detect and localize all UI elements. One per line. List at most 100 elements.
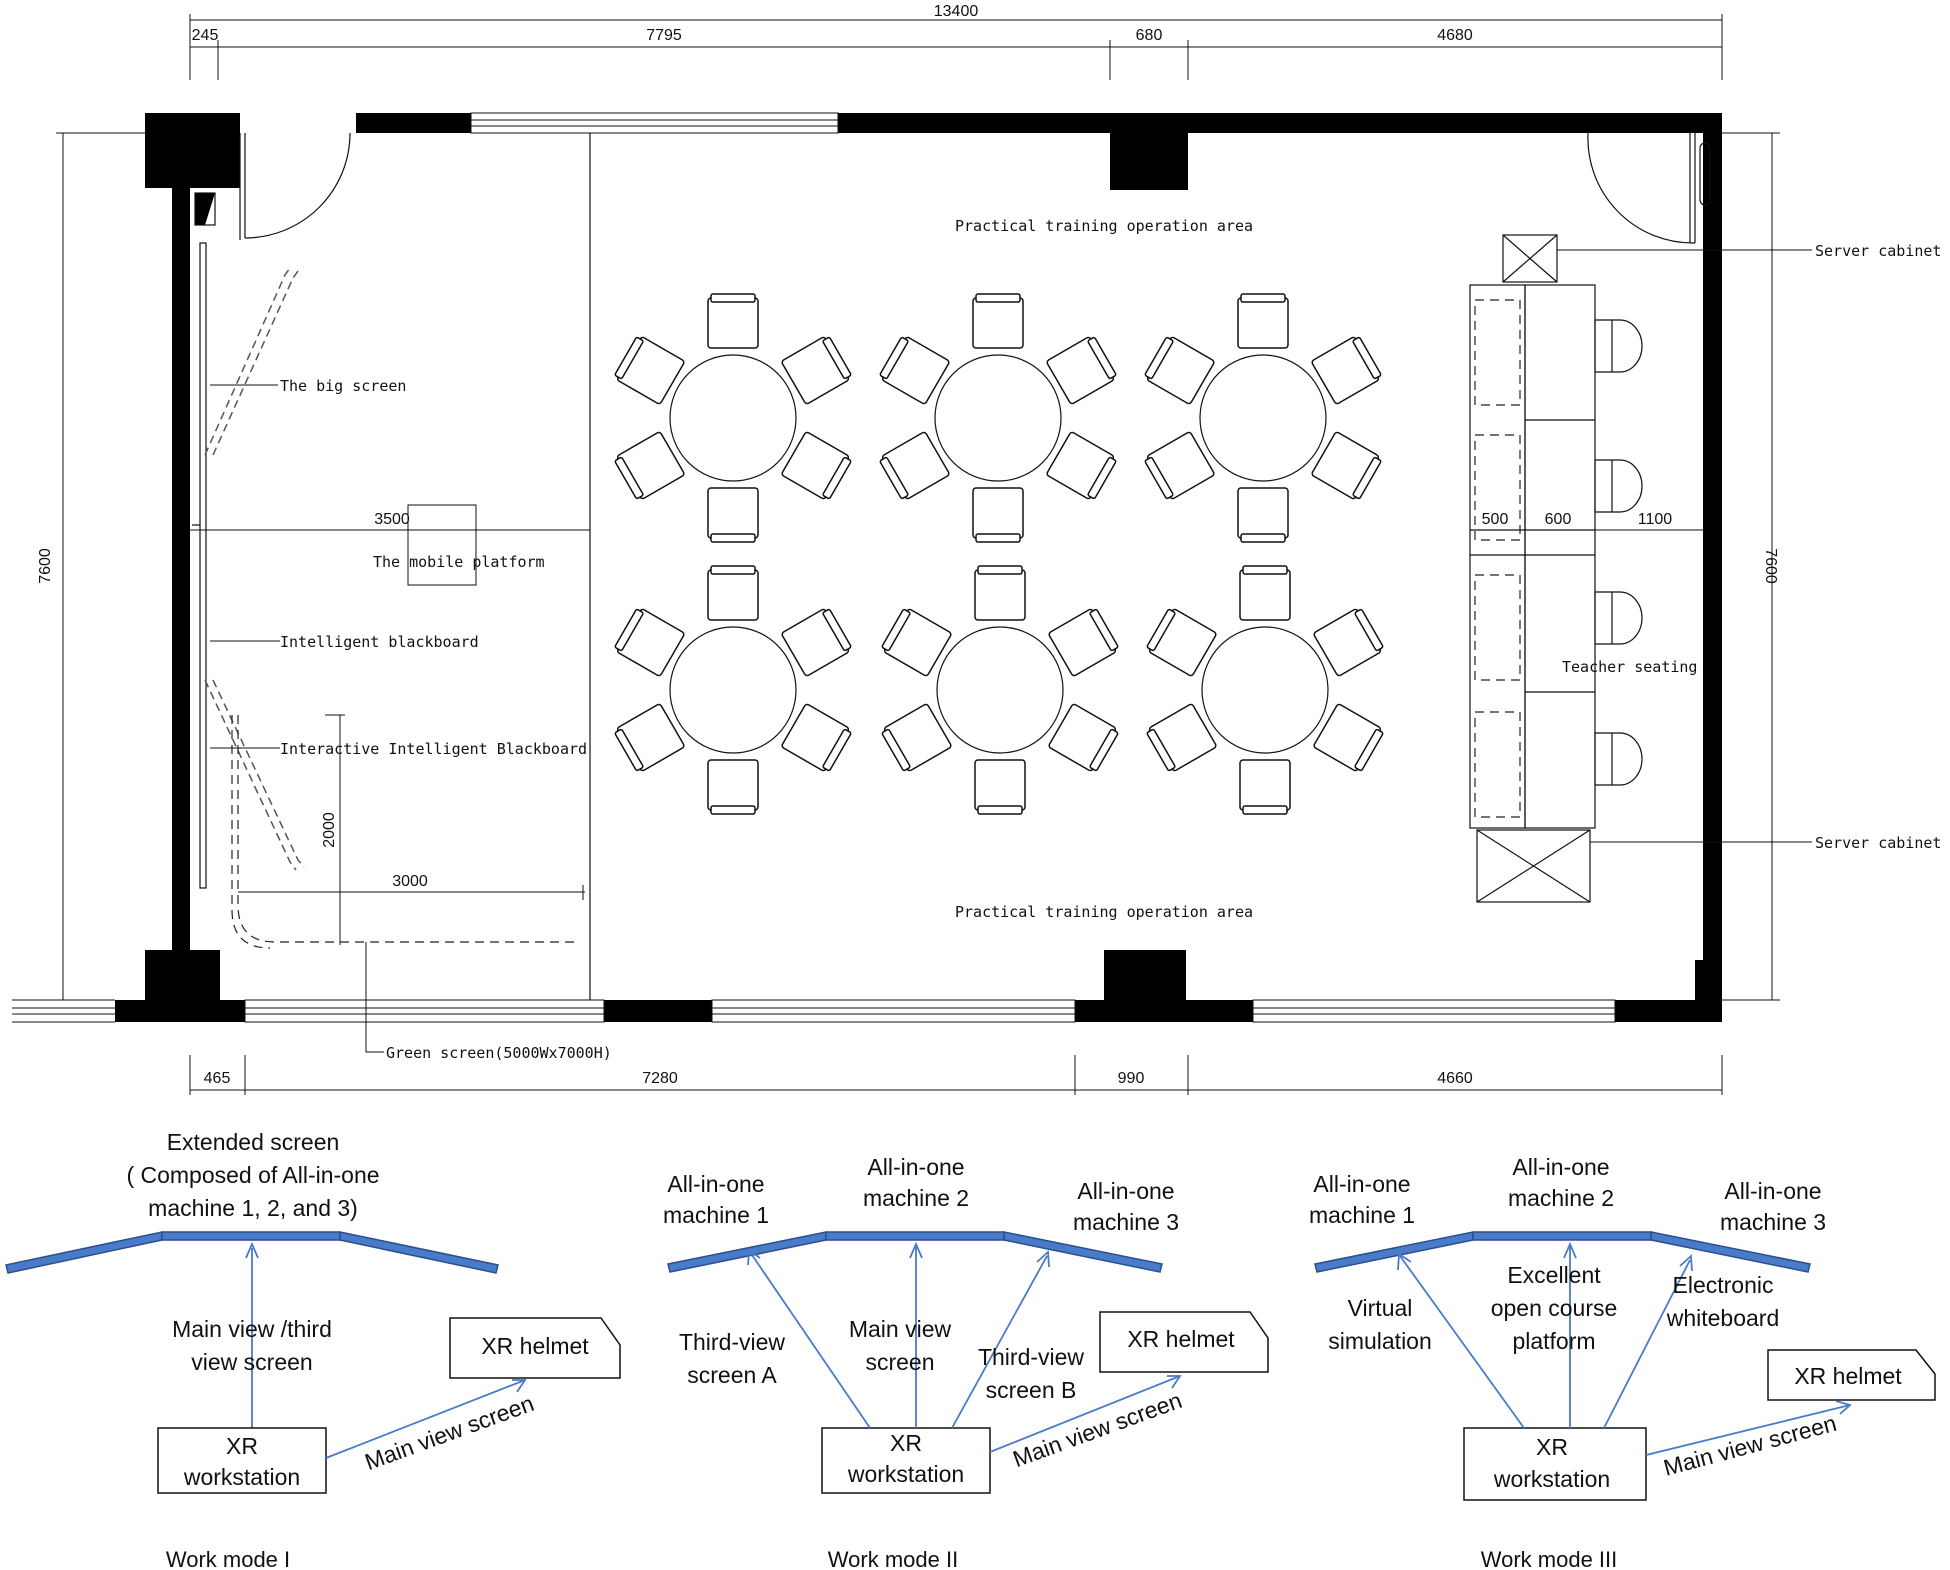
chair: [972, 487, 1024, 543]
mode1-title: Work mode I: [166, 1547, 290, 1570]
work-mode-2: All-in-one machine 1 All-in-one machine …: [663, 1154, 1269, 1570]
chair: [881, 608, 952, 677]
top-dimensions: 13400 245 7795 680 4680: [189, 3, 1723, 80]
chair: [1311, 431, 1382, 500]
dim-3500: 3500: [374, 511, 410, 528]
chair: [881, 703, 952, 772]
round-table-group: [881, 565, 1119, 815]
room-dimensions: 3500 2000 3000: [190, 504, 590, 945]
teacher-chairs: [1594, 319, 1643, 786]
chair: [1311, 336, 1382, 405]
mode2-workstation-1: XR: [890, 1430, 922, 1456]
mode2-machine2-2: machine 2: [863, 1185, 969, 1211]
dim-3000: 3000: [392, 873, 428, 890]
dim-500: 500: [1482, 511, 1509, 528]
label-intelligent-blackboard: Intelligent blackboard: [280, 633, 479, 651]
chair: [1046, 336, 1117, 405]
chair: [614, 431, 685, 500]
mode3-workstation-1: XR: [1536, 1434, 1568, 1460]
chair: [707, 293, 759, 349]
mode3-machine2-2: machine 2: [1508, 1185, 1614, 1211]
mode2-machine1-2: machine 1: [663, 1202, 769, 1228]
dim-top-d: 4680: [1437, 27, 1473, 44]
label-mobile-platform: The mobile platform: [373, 553, 545, 571]
chair: [1239, 759, 1291, 815]
mode3-view-main-1: Excellent: [1507, 1262, 1601, 1288]
dim-right: 7600: [1762, 548, 1779, 584]
mode1-workstation-1: XR: [226, 1433, 258, 1459]
mode3-workstation-2: workstation: [1493, 1466, 1610, 1492]
chair: [974, 759, 1026, 815]
chair: [1146, 703, 1217, 772]
chair: [614, 336, 685, 405]
round-table: [1201, 626, 1329, 754]
dim-top-total: 13400: [934, 3, 979, 20]
mode2-view-b-1: Third-view: [978, 1344, 1084, 1370]
label-area-top: Practical training operation area: [955, 217, 1253, 235]
dim-1100: 1100: [1638, 511, 1673, 528]
dim-600: 600: [1545, 511, 1572, 528]
mode2-machine2-1: All-in-one: [867, 1154, 964, 1180]
chair: [781, 608, 852, 677]
label-area-bottom: Practical training operation area: [955, 903, 1253, 921]
round-table: [669, 626, 797, 754]
mode1-main-view-1: Main view /third: [172, 1316, 332, 1342]
dim-bottom-d: 4660: [1437, 1070, 1473, 1087]
mode2-workstation-2: workstation: [847, 1461, 964, 1487]
label-server-cabinet-bottom: Server cabinet: [1815, 834, 1941, 852]
chair: [781, 431, 852, 500]
chair: [974, 565, 1026, 621]
round-table-group: [879, 293, 1117, 543]
mode2-view-a-2: screen A: [687, 1362, 777, 1388]
mode2-machine1-1: All-in-one: [667, 1171, 764, 1197]
chair: [707, 759, 759, 815]
walls: [12, 112, 1722, 1023]
mode1-screen-label-3: machine 1, 2, and 3): [148, 1195, 358, 1221]
round-table-group: [614, 293, 852, 543]
floor-plan: 13400 245 7795 680 4680: [12, 3, 1941, 1095]
mode1-workstation-2: workstation: [183, 1464, 300, 1490]
chair: [1313, 703, 1384, 772]
round-table: [936, 626, 1064, 754]
round-table: [1199, 354, 1327, 482]
wall-fixtures: [192, 192, 216, 889]
mode3-machine1-2: machine 1: [1309, 1202, 1415, 1228]
mode3-view-main-3: platform: [1512, 1328, 1595, 1354]
chair: [879, 336, 950, 405]
mode2-view-a-1: Third-view: [679, 1329, 785, 1355]
mode2-view-main-2: screen: [865, 1349, 934, 1375]
mode3-view-a-2: simulation: [1328, 1328, 1432, 1354]
label-interactive-blackboard: Interactive Intelligent Blackboard: [280, 740, 587, 758]
label-teacher-seating: Teacher seating: [1562, 658, 1697, 676]
screen-rails: [204, 267, 580, 949]
chair: [1237, 293, 1289, 349]
chair: [1144, 336, 1215, 405]
chair: [781, 336, 852, 405]
dim-top-b: 7795: [646, 27, 682, 44]
mode2-helmet: XR helmet: [1127, 1326, 1235, 1352]
mode2-machine3-2: machine 3: [1073, 1209, 1179, 1235]
chair: [1237, 487, 1289, 543]
doors: [239, 132, 1711, 244]
side-dimensions: 7600 7600: [37, 132, 1780, 1001]
round-table-group: [614, 565, 852, 815]
label-green-screen: Green screen(5000Wx7000H): [386, 1044, 612, 1062]
chair: [1146, 608, 1217, 677]
work-mode-1: Extended screen ( Composed of All-in-one…: [5, 1129, 621, 1570]
chair: [707, 565, 759, 621]
mode1-main-view-2: view screen: [191, 1349, 312, 1375]
round-table: [669, 354, 797, 482]
label-leaders: [210, 384, 384, 1053]
chair: [972, 293, 1024, 349]
mode3-view-b-2: whiteboard: [1666, 1305, 1780, 1331]
chair: [781, 703, 852, 772]
mode3-helmet: XR helmet: [1794, 1363, 1902, 1389]
mode3-view-a-1: Virtual: [1348, 1295, 1413, 1321]
chair: [879, 431, 950, 500]
mode2-view-b-2: screen B: [986, 1377, 1077, 1403]
chair: [1048, 703, 1119, 772]
mode3-machine3-2: machine 3: [1720, 1209, 1826, 1235]
dim-bottom-a: 465: [204, 1070, 231, 1087]
dim-top-c: 680: [1136, 27, 1163, 44]
